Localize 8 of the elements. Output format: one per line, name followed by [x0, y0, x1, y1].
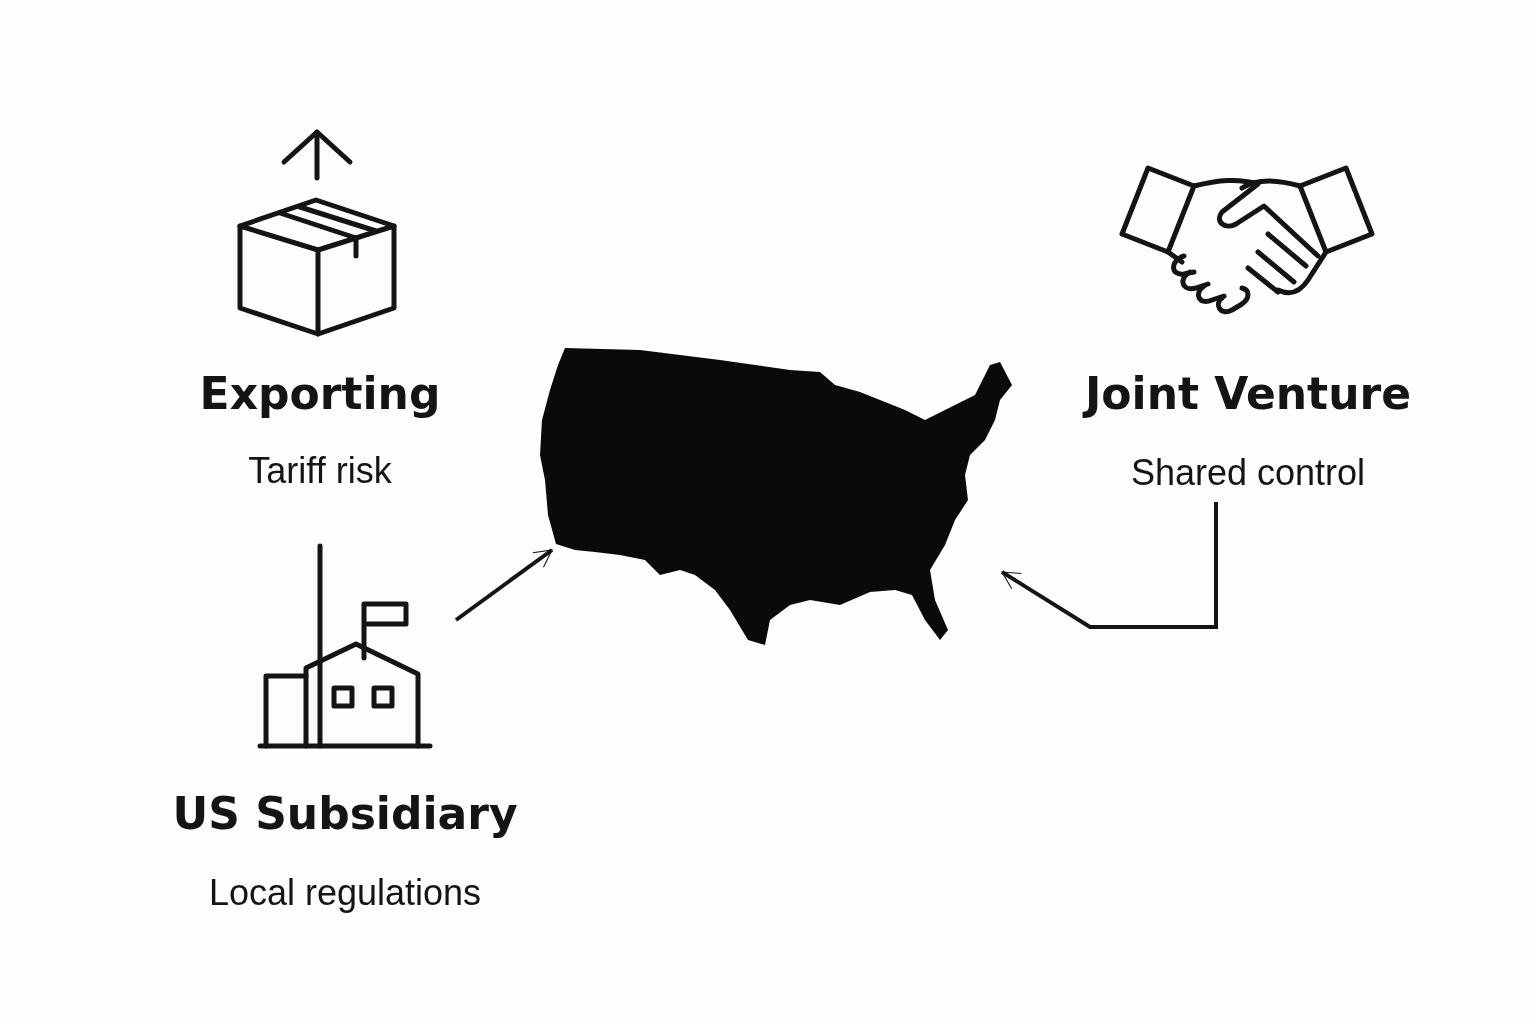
node-subtitle: Shared control	[1129, 452, 1367, 494]
arrow	[454, 548, 554, 622]
arrow	[1000, 502, 1218, 629]
node-title: US Subsidiary	[171, 788, 519, 839]
node-subtitle: Tariff risk	[247, 450, 393, 492]
node-subtitle: Local regulations	[207, 872, 483, 914]
node-title: Exporting	[198, 368, 442, 419]
node-title: Joint Venture	[1081, 368, 1413, 419]
